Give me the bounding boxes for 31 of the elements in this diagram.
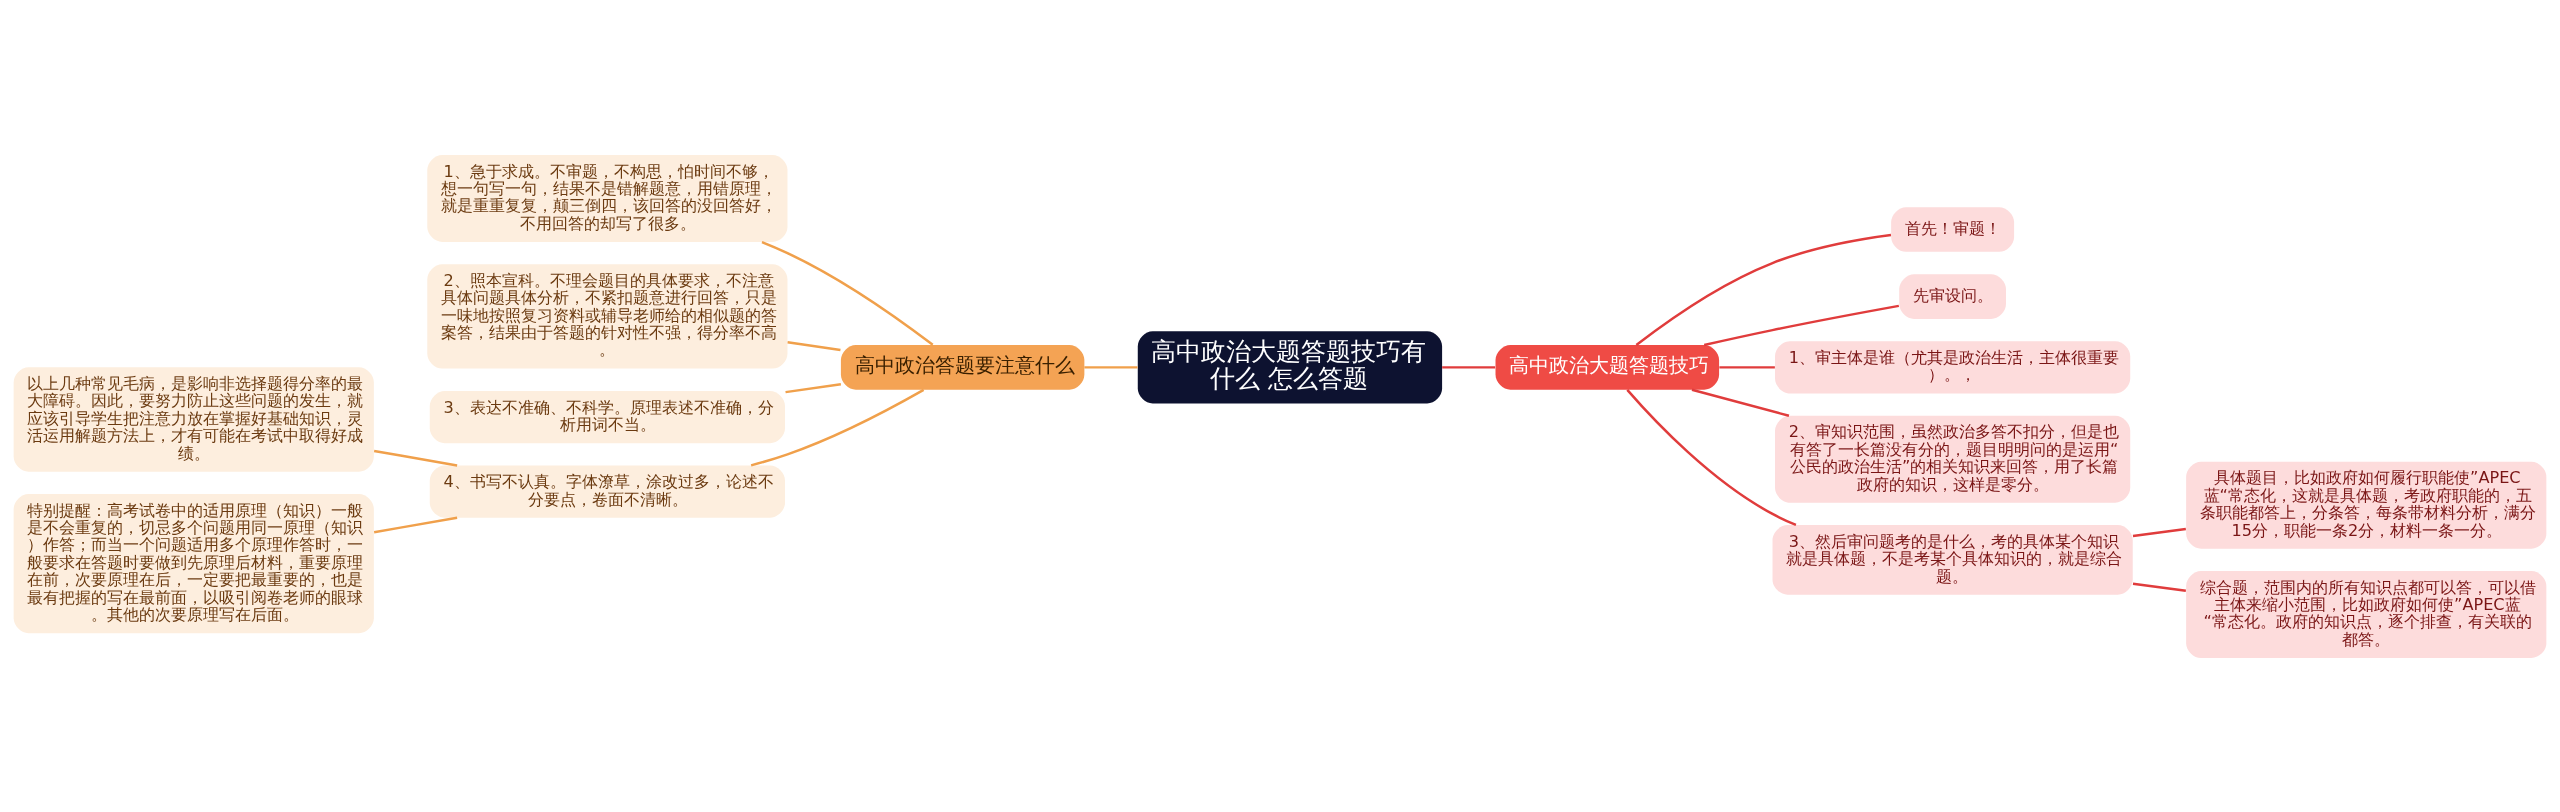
connector (2132, 527, 2186, 537)
connector (761, 240, 934, 346)
connector (1084, 365, 1138, 369)
node-box: 具体题目，比如政府如何履行职能使”APEC蓝“常态化，这就是具体题，考政府职能的，五条职能都答上，分条答，每条带材料分析，满分15分，职能一条2分，材料一条一分。 (2186, 461, 2547, 549)
connector (785, 382, 842, 393)
node-box: 首先！审题！ (1891, 206, 2015, 252)
connector (1719, 365, 1775, 369)
connector (750, 388, 925, 467)
connector (373, 515, 458, 533)
node-box: 2、照本宣科。不理会题目的具体要求，不注意具体问题具体分析，不紧扣题意进行回答，只是一味地按照复习资料或辅导老师给的相似题的答案答，结果由于答题的针对性不强，得分率不高。 (427, 263, 788, 369)
node-box: 先审设问。 (1899, 273, 2007, 319)
node-box: 特别提醒：高考试卷中的适用原理（知识）一般是不会重复的，切忌多个问题用同一原理（知识）作答；而当一个问题适用多个原理作答时，一般要求在答题时要做到先原理后材料，重要原理在前，次要原理在后，一定要把最重要的，也是最有把握的写在最前面，以吸引阅卷老师的眼球。其他的次要原理写在后面。 (13, 493, 374, 633)
node-box: 高中政治大题答题技巧 (1495, 344, 1720, 390)
node-box: 1、急于求成。不审题，不构思，怕时间不够，想一句写一句，结果不是错解题意，用错原理，就是重重复复，颠三倒四，该回答的没回答好，不用回答的却写了很多。 (427, 154, 788, 242)
node-box: 1、审主体是谁（尤其是政治生活，主体很重要）。， (1775, 340, 2131, 393)
connector (2132, 582, 2186, 592)
node-box: 综合题，范围内的所有知识点都可以答，可以借主体来缩小范围，比如政府如何使”APEC蓝“常态化。政府的知识点，逐个排查，有关联的都答。 (2186, 570, 2547, 658)
node-box: 以上几种常见毛病，是影响非选择题得分率的最大障碍。因此，要努力防止这些问题的发生，就应该引导学生把注意力放在掌握好基础知识，灵活运用解题方法上，才有可能在考试中取得好成绩。 (13, 366, 374, 472)
connector (1703, 304, 1900, 346)
connector (787, 340, 841, 351)
node-box: 3、然后审问题考的是什么，考的具体某个知识就是具体题，不是考某个具体知识的，就是综合题。 (1772, 524, 2133, 595)
node-box: 4、书写不认真。字体潦草，涂改过多，论述不分要点，卷面不清晰。 (429, 465, 785, 518)
node-box: 3、表达不准确、不科学。原理表述不准确，分析用词不当。 (429, 390, 785, 443)
connector (373, 449, 458, 467)
connector (1691, 388, 1790, 417)
node-box: 2、审知识范围，虽然政治多答不扣分，但是也有答了一长篇没有分的，题目明明问的是运用“公民的政治生活”的相关知识来回答，用了长篇政府的知识，这样是零分。 (1775, 415, 2131, 503)
node-box: 高中政治答题要注意什么 (840, 344, 1085, 390)
connector (1635, 233, 1892, 346)
connector (1442, 365, 1496, 369)
node-box: 高中政治大题答题技巧有什么 怎么答题 (1137, 330, 1443, 403)
connector (1626, 388, 1797, 526)
